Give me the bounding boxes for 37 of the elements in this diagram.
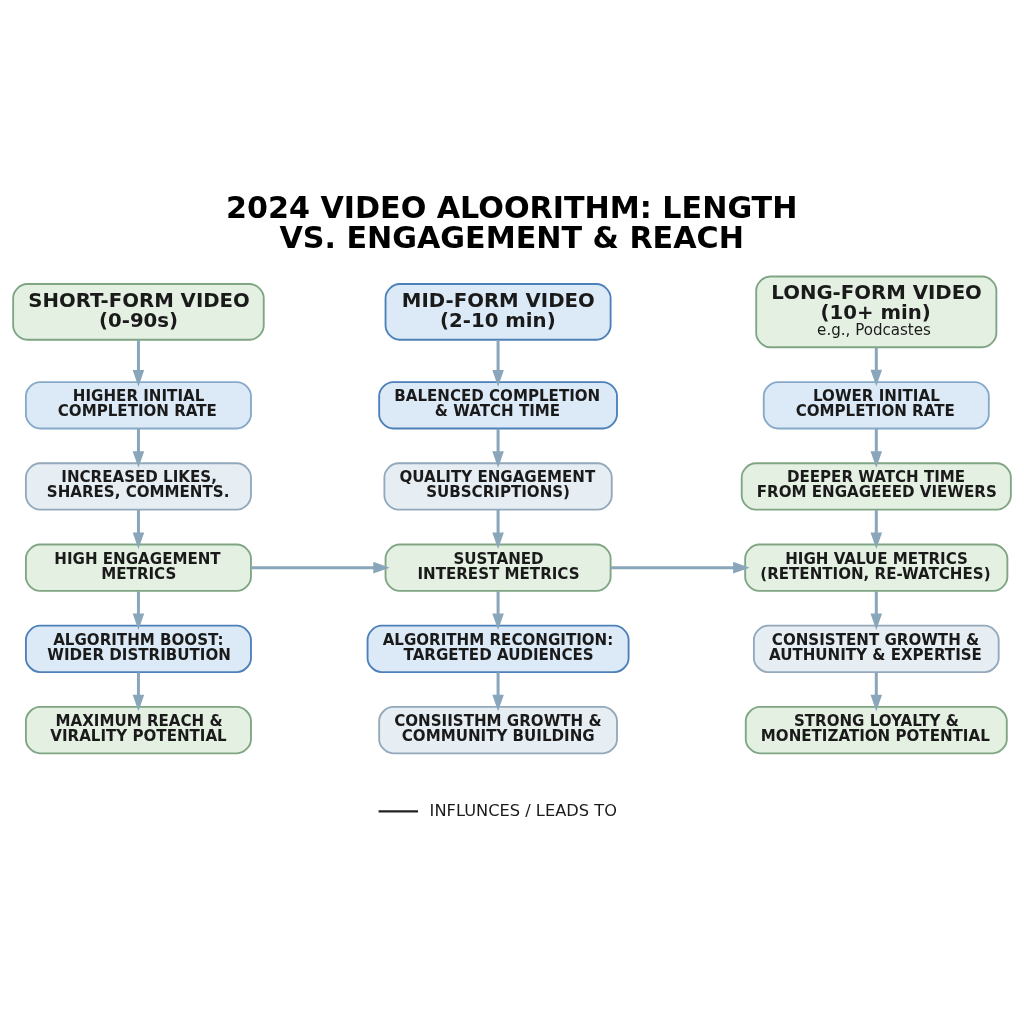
node-box: LOWER INITIAL COMPLETION RATE — [762, 381, 990, 430]
node-box: STRONG LOYALTY & MONETIZATION POTENTIAL — [744, 705, 1008, 755]
arrow — [132, 510, 145, 549]
arrow — [492, 428, 504, 468]
node-box: ALGORITHM BOOST: WIDER DISTRIBUTION — [24, 624, 252, 674]
arrow — [132, 672, 145, 712]
node-box: ALGORITHM RECONGITION: TARGETED AUDIENCES — [366, 624, 630, 674]
node-box: SHORT-FORM VIDEO (0-90s) — [12, 283, 265, 341]
legend-label: INFLUNCES / LEADS TO — [429, 800, 617, 820]
node-box: HIGH ENGAGEMENT METRICS — [24, 543, 252, 592]
arrow — [492, 339, 504, 387]
arrow — [492, 672, 504, 712]
node-box: BALENCED COMPLETION & WATCH TIME — [378, 381, 618, 430]
arrow — [251, 561, 390, 574]
diagram-title: 2024 VIDEO ALOORITHM: LENGTH VS. ENGAGEMENT & REACH — [226, 190, 798, 256]
node-box: DEEPER WATCH TIME FROM ENGAGEEED VIEWERS — [740, 462, 1012, 511]
node-box: INCREASED LIKES, SHARES, COMMENTS. — [24, 462, 252, 511]
node-box: CONSIISTHM GROWTH & COMMUNITY BUILDING — [378, 705, 618, 755]
node-box: LONG-FORM VIDEO (10+ min) e.g., Podcastes — [755, 275, 998, 349]
arrow — [870, 428, 883, 468]
node-box: SUSTANED INTEREST METRICS — [384, 543, 612, 592]
arrow — [492, 510, 504, 549]
node-box: QUALITY ENGAGEMENT SUBSCRIPTIONS) — [383, 462, 613, 511]
arrow — [132, 339, 145, 387]
arrow — [870, 591, 883, 631]
arrow — [870, 510, 883, 549]
node-box: HIGH VALUE METRICS (RETENTION, RE-WATCHES) — [744, 543, 1009, 592]
arrow — [870, 347, 883, 387]
node-box: HIGHER INITIAL COMPLETION RATE — [24, 381, 252, 430]
arrow — [492, 591, 504, 631]
node-box: MID-FORM VIDEO (2-10 min) — [384, 283, 612, 341]
arrow — [870, 672, 883, 712]
arrow — [132, 428, 145, 468]
arrow — [132, 591, 145, 631]
arrow — [610, 561, 750, 574]
node-box: MAXIMUM REACH & VIRALITY POTENTIAL — [24, 705, 252, 755]
node-box: CONSISTENT GROWTH & AUTHUNITY & EXPERTISE — [752, 624, 1000, 674]
